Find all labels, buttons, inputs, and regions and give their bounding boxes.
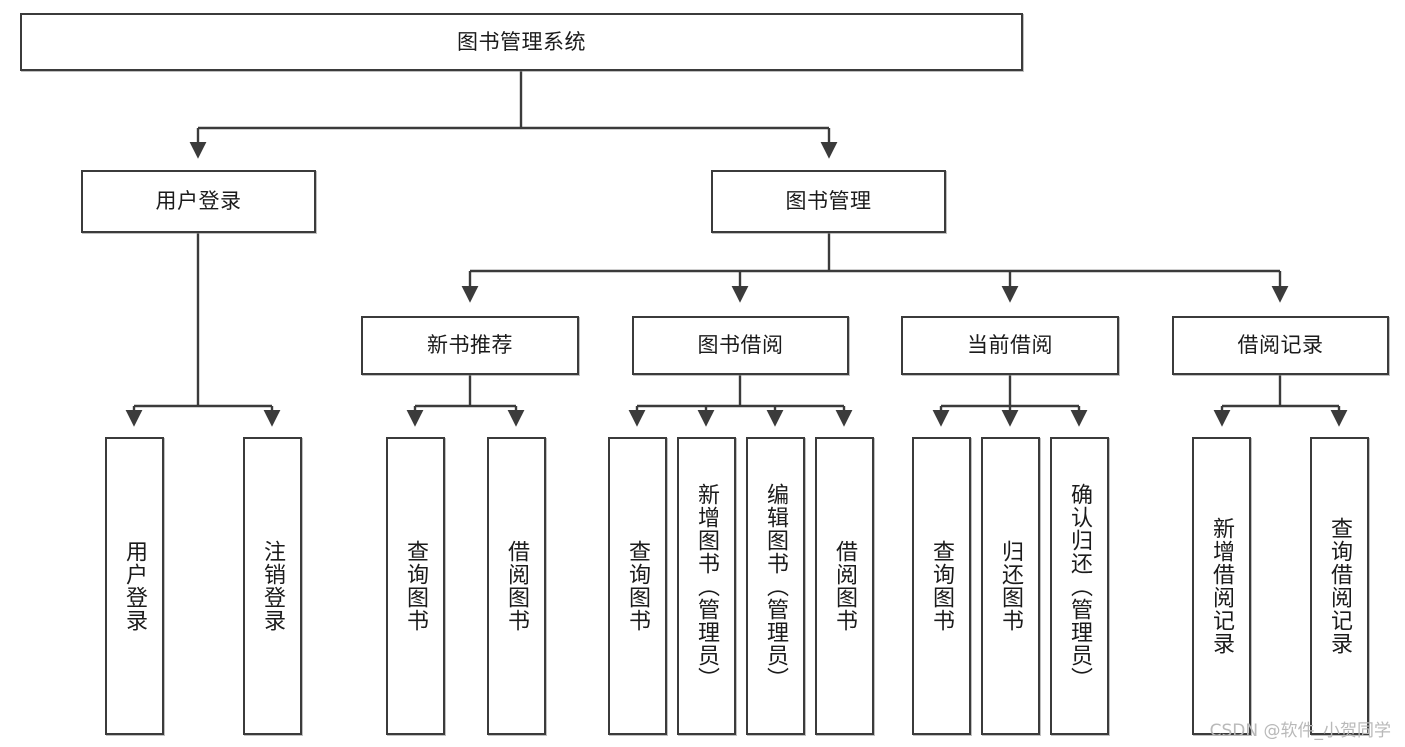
- watermark-text: CSDN @软件_小贺同学: [1209, 721, 1391, 741]
- node-borrow-record[interactable]: 借阅记录: [1172, 316, 1389, 375]
- node-leaf-borrow-book-1-label: 借阅图书: [504, 540, 530, 632]
- node-leaf-confirm-return-label: 确认归还（管理员）: [1067, 482, 1093, 690]
- node-leaf-add-record-label: 新增借阅记录: [1209, 517, 1235, 655]
- node-leaf-query-record-label: 查询借阅记录: [1327, 517, 1353, 655]
- node-new-book-recommend-label: 新书推荐: [427, 333, 513, 358]
- node-current-borrow-label: 当前借阅: [967, 333, 1053, 358]
- node-root-label: 图书管理系统: [457, 29, 586, 54]
- node-leaf-add-record[interactable]: 新增借阅记录: [1192, 437, 1251, 735]
- node-leaf-confirm-return[interactable]: 确认归还（管理员）: [1050, 437, 1109, 735]
- node-leaf-query-book-1[interactable]: 查询图书: [386, 437, 445, 735]
- node-root[interactable]: 图书管理系统: [20, 13, 1023, 71]
- node-user-login-label: 用户登录: [155, 189, 242, 214]
- node-leaf-user-login-label: 用户登录: [122, 540, 148, 632]
- node-borrow-record-label: 借阅记录: [1237, 333, 1324, 358]
- node-leaf-query-book-3[interactable]: 查询图书: [912, 437, 971, 735]
- node-leaf-logout-login[interactable]: 注销登录: [243, 437, 302, 735]
- node-leaf-query-book-3-label: 查询图书: [929, 540, 955, 632]
- node-leaf-borrow-book-1[interactable]: 借阅图书: [487, 437, 546, 735]
- node-leaf-add-book[interactable]: 新增图书（管理员）: [677, 437, 736, 735]
- node-leaf-query-book-2-label: 查询图书: [625, 540, 651, 632]
- node-leaf-edit-book[interactable]: 编辑图书（管理员）: [746, 437, 805, 735]
- node-user-login[interactable]: 用户登录: [81, 170, 316, 233]
- node-leaf-borrow-book-2-label: 借阅图书: [832, 540, 858, 632]
- node-book-borrow-label: 图书借阅: [697, 333, 784, 358]
- node-leaf-user-login[interactable]: 用户登录: [105, 437, 164, 735]
- node-current-borrow[interactable]: 当前借阅: [901, 316, 1119, 375]
- node-leaf-logout-login-label: 注销登录: [260, 540, 286, 632]
- node-book-manage[interactable]: 图书管理: [711, 170, 946, 233]
- node-leaf-add-book-label: 新增图书（管理员）: [694, 482, 720, 690]
- node-leaf-edit-book-label: 编辑图书（管理员）: [763, 482, 789, 690]
- node-leaf-query-record[interactable]: 查询借阅记录: [1310, 437, 1369, 735]
- node-leaf-query-book-2[interactable]: 查询图书: [608, 437, 667, 735]
- node-leaf-borrow-book-2[interactable]: 借阅图书: [815, 437, 874, 735]
- node-book-borrow[interactable]: 图书借阅: [632, 316, 849, 375]
- node-leaf-return-book-label: 归还图书: [998, 540, 1024, 632]
- node-book-manage-label: 图书管理: [785, 189, 872, 214]
- node-new-book-recommend[interactable]: 新书推荐: [361, 316, 579, 375]
- node-leaf-query-book-1-label: 查询图书: [403, 540, 429, 632]
- node-leaf-return-book[interactable]: 归还图书: [981, 437, 1040, 735]
